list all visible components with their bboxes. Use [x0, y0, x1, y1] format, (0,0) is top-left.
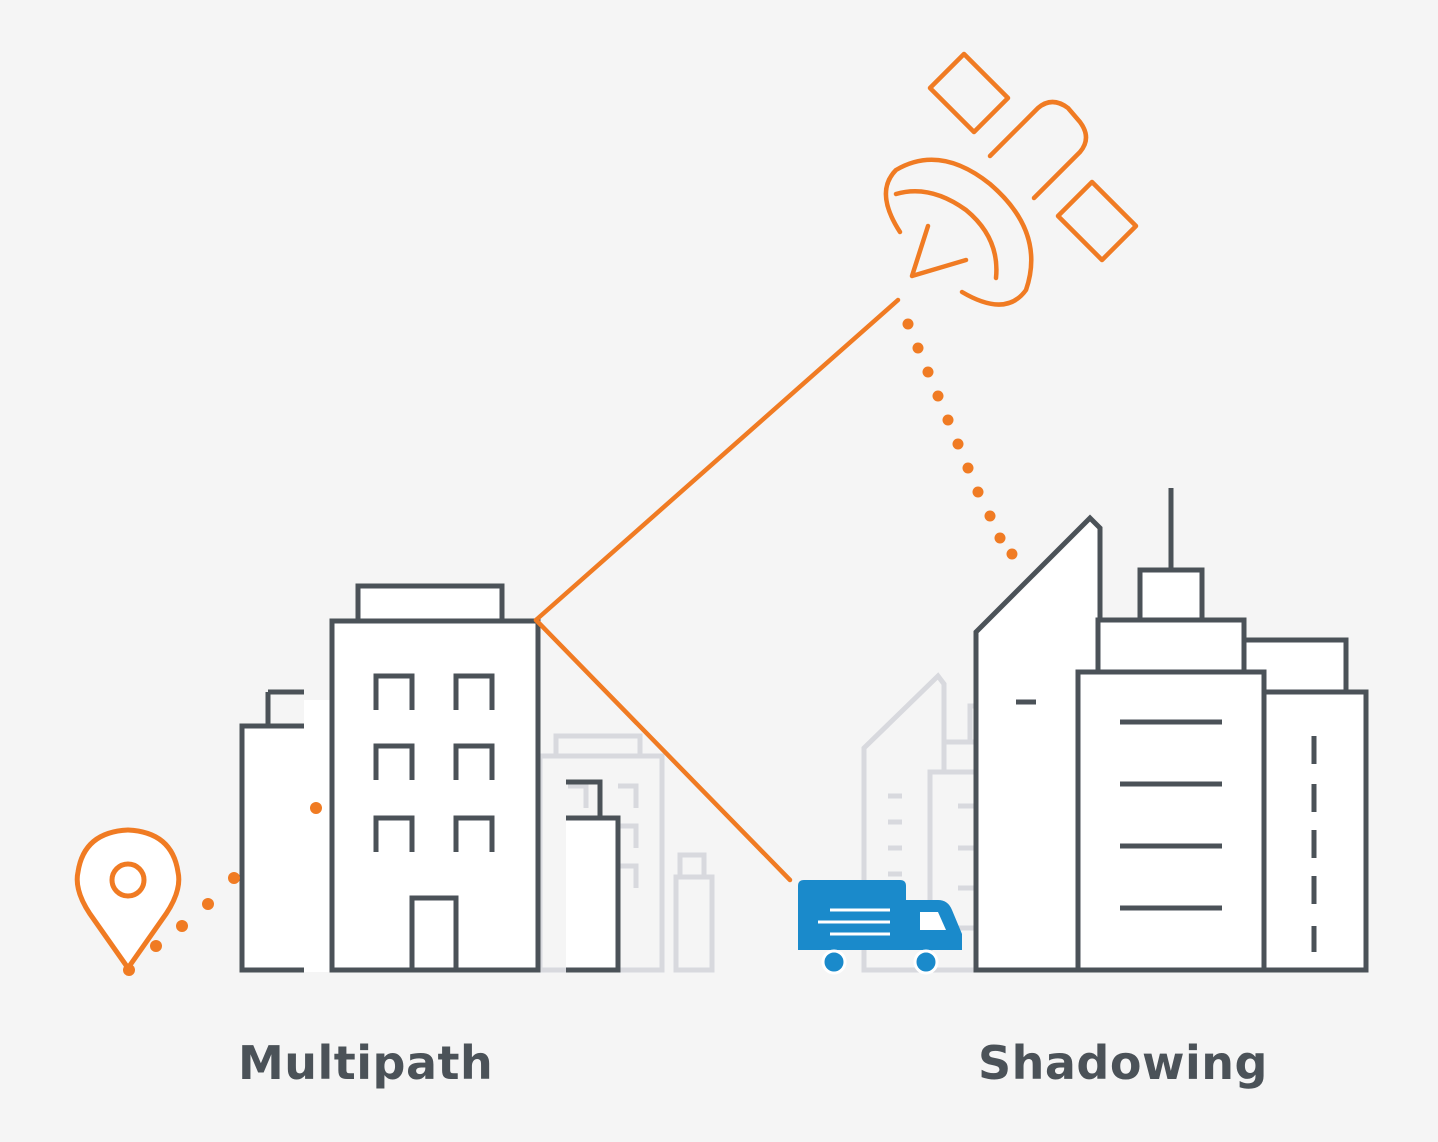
location-pin-icon	[74, 827, 182, 973]
delivery-truck-icon	[798, 880, 962, 975]
satellite-icon	[883, 51, 1139, 307]
multipath-label: Multipath	[238, 1036, 494, 1090]
multipath-buildings	[239, 583, 621, 973]
blocked-signal-path	[902, 318, 1018, 560]
reflected-signal-path	[533, 297, 901, 883]
shadowing-buildings	[973, 488, 1369, 973]
shadowing-label: Shadowing	[978, 1036, 1268, 1090]
